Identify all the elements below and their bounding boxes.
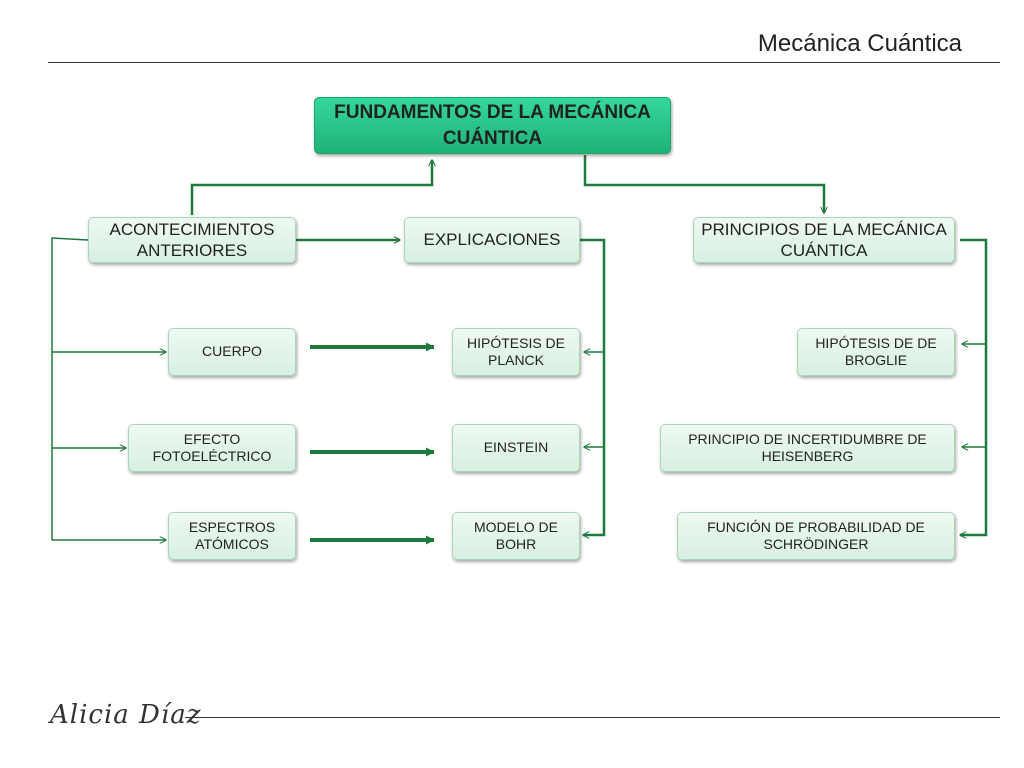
root-node-label: FUNDAMENTOS DE LA MECÁNICA CUÁNTICA [334, 101, 651, 149]
node-principios-label: PRINCIPIOS DE LA MECÁNICA CUÁNTICA [701, 219, 947, 260]
node-acontecimientos-anteriores-label: ACONTECIMIENTOS ANTERIORES [109, 219, 275, 260]
link-explicaciones-bracket [580, 238, 606, 535]
node-explicaciones: EXPLICACIONES [404, 217, 580, 263]
node-espectros-atomicos: ESPECTROS ATÓMICOS [168, 512, 296, 560]
node-incertidumbre-heisenberg-label: PRINCIPIO DE INCERTIDUMBRE DE HEISENBERG [688, 430, 927, 465]
link-principios-bracket [960, 238, 988, 535]
node-hipotesis-broglie: HIPÓTESIS DE DE BROGLIE [797, 328, 955, 376]
node-probabilidad-schrodinger-label: FUNCIÓN DE PROBABILIDAD DE SCHRÖDINGER [707, 518, 925, 553]
node-acontecimientos-anteriores: ACONTECIMIENTOS ANTERIORES [88, 217, 296, 263]
link-root-principios [583, 155, 824, 213]
node-cuerpo: CUERPO [168, 328, 296, 376]
link-anteriores-bracket [51, 237, 89, 540]
node-espectros-atomicos-label: ESPECTROS ATÓMICOS [188, 518, 276, 553]
footer-divider [185, 717, 1000, 718]
node-modelo-bohr: MODELO DE BOHR [452, 512, 580, 560]
link-anteriores-root [190, 160, 432, 215]
node-principios: PRINCIPIOS DE LA MECÁNICA CUÁNTICA [693, 217, 955, 263]
author-signature: Alicia Díaz [50, 700, 202, 730]
node-explicaciones-label: EXPLICACIONES [423, 230, 561, 250]
root-node: FUNDAMENTOS DE LA MECÁNICA CUÁNTICA [314, 97, 671, 154]
node-hipotesis-planck: HIPÓTESIS DE PLANCK [452, 328, 580, 376]
node-einstein: EINSTEIN [452, 424, 580, 472]
node-hipotesis-planck-label: HIPÓTESIS DE PLANCK [466, 334, 566, 369]
node-cuerpo-label: CUERPO [202, 343, 262, 360]
node-probabilidad-schrodinger: FUNCIÓN DE PROBABILIDAD DE SCHRÖDINGER [677, 512, 955, 560]
node-incertidumbre-heisenberg: PRINCIPIO DE INCERTIDUMBRE DE HEISENBERG [660, 424, 955, 472]
node-einstein-label: EINSTEIN [483, 439, 549, 456]
node-efecto-fotoelectrico-label: EFECTO FOTOELÉCTRICO [152, 430, 272, 465]
node-modelo-bohr-label: MODELO DE BOHR [473, 518, 558, 553]
header-divider [48, 62, 1000, 63]
page-title: Mecánica Cuántica [757, 30, 962, 57]
node-hipotesis-broglie-label: HIPÓTESIS DE DE BROGLIE [815, 334, 937, 369]
node-efecto-fotoelectrico: EFECTO FOTOELÉCTRICO [128, 424, 296, 472]
